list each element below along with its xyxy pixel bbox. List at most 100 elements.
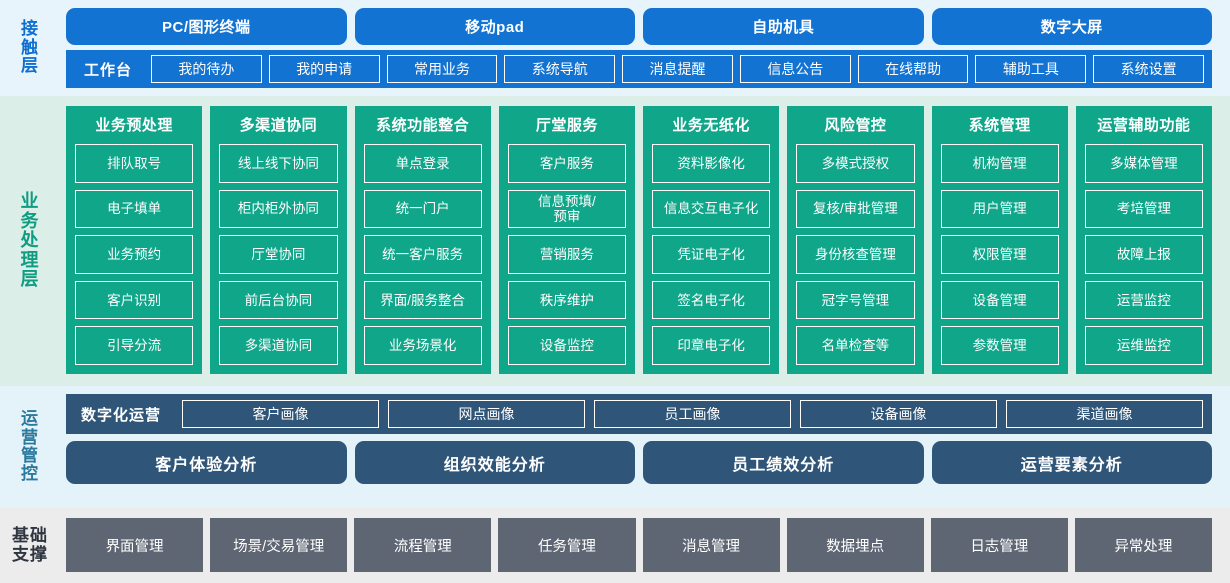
business-item[interactable]: 单点登录 bbox=[363, 144, 482, 183]
foundation-item-task-management[interactable]: 任务管理 bbox=[498, 518, 636, 572]
analysis-customer-experience[interactable]: 客户体验分析 bbox=[66, 441, 347, 484]
workbench-item-announcement[interactable]: 信息公告 bbox=[739, 55, 851, 83]
business-column-preprocessing: 业务预处理 排队取号 电子填单 业务预约 客户识别 引导分流 bbox=[66, 106, 203, 374]
foundation-layer-label: 基础 支撑 bbox=[0, 508, 60, 583]
workbench-item-common-business[interactable]: 常用业务 bbox=[386, 55, 498, 83]
business-layer-label: 业 务 处 理 层 bbox=[0, 96, 60, 386]
portrait-device[interactable]: 设备画像 bbox=[800, 400, 998, 428]
business-column-system-management: 系统管理 机构管理 用户管理 权限管理 设备管理 参数管理 bbox=[931, 106, 1068, 374]
business-item[interactable]: 客户识别 bbox=[75, 280, 194, 320]
business-item[interactable]: 用户管理 bbox=[940, 189, 1059, 229]
business-item[interactable]: 业务预约 bbox=[75, 235, 194, 274]
business-item[interactable]: 信息预填/ 预审 bbox=[507, 189, 626, 229]
analysis-employee-performance[interactable]: 员工绩效分析 bbox=[643, 441, 924, 484]
business-item[interactable]: 界面/服务整合 bbox=[363, 280, 482, 320]
analysis-organization-efficiency[interactable]: 组织效能分析 bbox=[354, 441, 635, 484]
portrait-channel[interactable]: 渠道画像 bbox=[1006, 400, 1204, 428]
workbench-bar: 工作台 我的待办 我的申请 常用业务 系统导航 消息提醒 信息公告 在线帮助 辅… bbox=[66, 50, 1212, 88]
terminal-digital-screen[interactable]: 数字大屏 bbox=[931, 8, 1212, 45]
operations-layer-label-char: 营 bbox=[21, 427, 39, 447]
business-column-items: 资料影像化 信息交互电子化 凭证电子化 签名电子化 印章电子化 bbox=[652, 144, 771, 365]
foundation-item-data-tracking[interactable]: 数据埋点 bbox=[786, 518, 924, 572]
business-column-title: 厅堂服务 bbox=[535, 117, 598, 134]
workbench-item-system-navigation[interactable]: 系统导航 bbox=[504, 55, 616, 83]
business-item[interactable]: 参数管理 bbox=[940, 326, 1059, 365]
business-column-lobby-service: 厅堂服务 客户服务 信息预填/ 预审 营销服务 秩序维护 设备监控 bbox=[498, 106, 635, 374]
business-column-items: 线上线下协同 柜内柜外协同 厅堂协同 前后台协同 多渠道协同 bbox=[219, 144, 338, 365]
business-item[interactable]: 设备管理 bbox=[940, 280, 1059, 320]
business-column-items: 单点登录 统一门户 统一客户服务 界面/服务整合 业务场景化 bbox=[363, 144, 482, 365]
workbench-item-my-application[interactable]: 我的申请 bbox=[268, 55, 380, 83]
business-column-items: 多媒体管理 考培管理 故障上报 运营监控 运维监控 bbox=[1084, 144, 1203, 365]
business-layer-label-char: 理 bbox=[20, 249, 40, 270]
business-item[interactable]: 柜内柜外协同 bbox=[219, 189, 338, 229]
workbench-item-utility-tools[interactable]: 辅助工具 bbox=[975, 55, 1087, 83]
business-column-system-integration: 系统功能整合 单点登录 统一门户 统一客户服务 界面/服务整合 业务场景化 bbox=[354, 106, 491, 374]
portrait-branch[interactable]: 网点画像 bbox=[388, 400, 586, 428]
workbench-item-my-todo[interactable]: 我的待办 bbox=[151, 55, 262, 83]
foundation-item-process-management[interactable]: 流程管理 bbox=[354, 518, 492, 572]
analysis-row: 客户体验分析 组织效能分析 员工绩效分析 运营要素分析 bbox=[66, 441, 1212, 484]
business-item[interactable]: 考培管理 bbox=[1084, 189, 1203, 229]
foundation-item-log-management[interactable]: 日志管理 bbox=[930, 518, 1068, 572]
business-layer-label-char: 层 bbox=[20, 269, 40, 290]
terminal-pc[interactable]: PC/图形终端 bbox=[66, 8, 347, 45]
operations-layer: 运 营 管 控 数字化运营 客户画像 网点画像 员工画像 设备画像 渠道画像 客… bbox=[0, 386, 1230, 508]
business-item[interactable]: 线上线下协同 bbox=[219, 144, 338, 183]
business-item[interactable]: 运营监控 bbox=[1084, 280, 1203, 320]
business-column-multichannel: 多渠道协同 线上线下协同 柜内柜外协同 厅堂协同 前后台协同 多渠道协同 bbox=[210, 106, 347, 374]
business-item[interactable]: 排队取号 bbox=[75, 144, 194, 183]
operations-layer-label: 运 营 管 控 bbox=[0, 386, 60, 508]
terminal-mobile-pad[interactable]: 移动pad bbox=[354, 8, 635, 45]
terminal-self-service[interactable]: 自助机具 bbox=[643, 8, 924, 45]
business-column-title: 业务预处理 bbox=[95, 117, 173, 134]
business-item[interactable]: 资料影像化 bbox=[652, 144, 771, 183]
business-item[interactable]: 客户服务 bbox=[507, 144, 626, 183]
business-item[interactable]: 名单检查等 bbox=[796, 326, 915, 365]
foundation-layer-label-line: 基础 bbox=[12, 526, 48, 546]
foundation-item-exception-handling[interactable]: 异常处理 bbox=[1074, 518, 1212, 572]
business-item[interactable]: 电子填单 bbox=[75, 189, 194, 229]
business-item[interactable]: 签名电子化 bbox=[652, 280, 771, 320]
contact-layer-label-char: 触 bbox=[21, 37, 39, 57]
workbench-item-system-settings[interactable]: 系统设置 bbox=[1093, 55, 1205, 83]
business-item[interactable]: 设备监控 bbox=[507, 326, 626, 365]
portrait-customer[interactable]: 客户画像 bbox=[182, 400, 380, 428]
business-item[interactable]: 机构管理 bbox=[940, 144, 1059, 183]
business-column-title: 系统功能整合 bbox=[376, 117, 470, 134]
business-item[interactable]: 复核/审批管理 bbox=[796, 189, 915, 229]
business-item[interactable]: 营销服务 bbox=[507, 235, 626, 274]
business-item[interactable]: 业务场景化 bbox=[363, 326, 482, 365]
business-item[interactable]: 统一客户服务 bbox=[363, 235, 482, 274]
operations-layer-label-char: 运 bbox=[21, 409, 39, 429]
business-item[interactable]: 秩序维护 bbox=[507, 280, 626, 320]
business-item[interactable]: 多渠道协同 bbox=[219, 326, 338, 365]
business-item[interactable]: 统一门户 bbox=[363, 189, 482, 229]
workbench-item-message-reminder[interactable]: 消息提醒 bbox=[622, 55, 733, 83]
business-item[interactable]: 多媒体管理 bbox=[1084, 144, 1203, 183]
business-item[interactable]: 权限管理 bbox=[940, 235, 1059, 274]
business-item[interactable]: 故障上报 bbox=[1084, 235, 1203, 274]
business-item[interactable]: 厅堂协同 bbox=[219, 235, 338, 274]
business-item[interactable]: 多模式授权 bbox=[796, 144, 915, 183]
foundation-item-scenario-transaction-management[interactable]: 场景/交易管理 bbox=[210, 518, 348, 572]
business-layer-label-char: 务 bbox=[20, 210, 40, 231]
business-item[interactable]: 凭证电子化 bbox=[652, 235, 771, 274]
foundation-item-ui-management[interactable]: 界面管理 bbox=[66, 518, 204, 572]
business-item[interactable]: 运维监控 bbox=[1084, 326, 1203, 365]
analysis-operation-factors[interactable]: 运营要素分析 bbox=[931, 441, 1212, 484]
business-item[interactable]: 身份核查管理 bbox=[796, 235, 915, 274]
business-column-title: 风险管控 bbox=[824, 117, 887, 134]
business-column-items: 多模式授权 复核/审批管理 身份核查管理 冠字号管理 名单检查等 bbox=[796, 144, 915, 365]
workbench-item-online-help[interactable]: 在线帮助 bbox=[857, 55, 969, 83]
business-item[interactable]: 信息交互电子化 bbox=[652, 189, 771, 229]
business-item[interactable]: 印章电子化 bbox=[652, 326, 771, 365]
portrait-employee[interactable]: 员工画像 bbox=[594, 400, 792, 428]
foundation-item-message-management[interactable]: 消息管理 bbox=[642, 518, 780, 572]
business-layer-label-char: 业 bbox=[20, 191, 40, 212]
business-item[interactable]: 冠字号管理 bbox=[796, 280, 915, 320]
business-item[interactable]: 引导分流 bbox=[75, 326, 194, 365]
business-column-items: 客户服务 信息预填/ 预审 营销服务 秩序维护 设备监控 bbox=[507, 144, 626, 365]
business-item[interactable]: 前后台协同 bbox=[219, 280, 338, 320]
